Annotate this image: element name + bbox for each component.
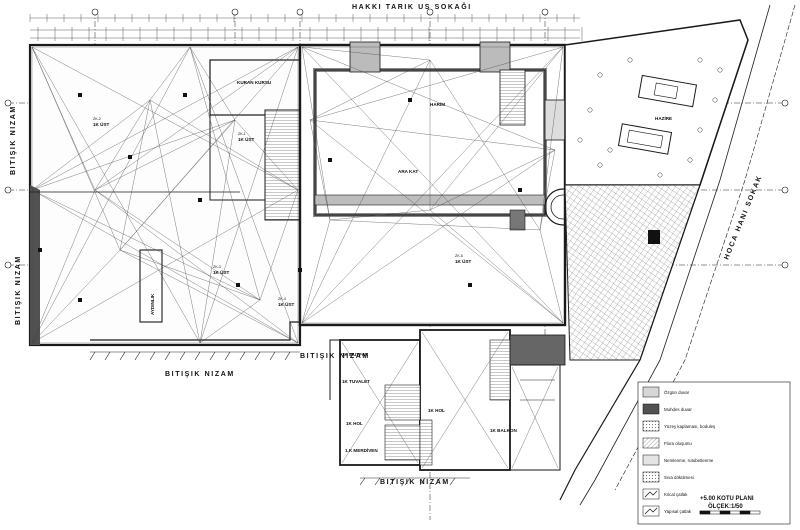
label-hol-b: 1K HOL xyxy=(428,408,445,413)
label-mutfak: 1K MUTFAK xyxy=(342,352,369,357)
label-harim: HARİM xyxy=(430,101,445,107)
legend-label: Flora oluşumu xyxy=(664,441,692,446)
label-ust-e: 1K ÜST xyxy=(455,258,472,264)
paved-area xyxy=(564,184,701,361)
label-merdiven: 1.K MERDİVEN xyxy=(345,447,378,453)
legend-label: Özgün duvar xyxy=(664,390,690,395)
label-ara-kat: ARA KAT xyxy=(398,169,418,174)
legend-swatch-dark xyxy=(642,403,660,415)
label-kuran-kursu: KURAN KURSU xyxy=(237,80,272,85)
street-right: HOCA HANI SOKAK xyxy=(723,174,763,261)
street-top: HAKKI TARIK US SOKAĞI xyxy=(352,2,472,11)
label-code-e: ZK-5 xyxy=(455,254,463,258)
label-ust-c: 1K ÜST xyxy=(213,269,230,275)
dimension-lines xyxy=(30,17,580,39)
legend-swatch-stipple xyxy=(642,471,660,483)
crack-icon xyxy=(644,507,658,515)
label-code-b: ZK-2 xyxy=(93,117,101,121)
courtyard-markers xyxy=(577,57,723,178)
legend-label: Nemlenme, rutubetlenme xyxy=(664,458,714,463)
legend-label: Kılcal çatlak xyxy=(664,492,688,497)
label-hol-a: 1K HOL xyxy=(346,421,363,426)
annex-survey-lines xyxy=(341,331,559,469)
plan-title: +5.00 KOTU PLANI xyxy=(700,496,754,502)
prayer-hall xyxy=(298,41,567,327)
label-tuvalet: 1K TUVALET xyxy=(342,379,370,384)
legend-swatch-hatch xyxy=(642,437,660,449)
street-bottom-left: BITIŞIK NIZAM xyxy=(165,371,235,378)
axis-markers xyxy=(4,8,789,269)
crack-icon xyxy=(644,490,658,498)
label-aydinlik: AYDINLIK xyxy=(150,293,155,315)
legend-label: Yapısal çatlak xyxy=(664,509,692,514)
label-ust-a: 1K ÜST xyxy=(238,136,255,142)
plan-scale: ÖLÇEK:1/50 xyxy=(708,503,743,510)
room-labels: KURAN KURSU HARİM ARA KAT HAZİRE AYDINLI… xyxy=(93,80,672,453)
street-left-lower: BITIŞIK NIZAM xyxy=(15,255,22,325)
legend-swatch-crack2 xyxy=(642,505,660,517)
west-wing xyxy=(28,43,302,347)
street-bottom: BITIŞIK NIZAM xyxy=(380,479,450,486)
legend-swatch-fine xyxy=(642,454,660,466)
label-ust-d: 1K ÜST xyxy=(278,301,295,307)
legend-label: Muhdes duvar xyxy=(664,407,692,412)
legend-swatch-crack xyxy=(642,488,660,500)
label-hazire: HAZİRE xyxy=(655,115,672,121)
legend-label: Sıva dökülmesi xyxy=(664,475,694,480)
legend-swatch-dots xyxy=(642,420,660,432)
legend-swatch-light xyxy=(642,386,660,398)
label-code-d: ZK-4 xyxy=(278,297,286,301)
legend-label: Yüzey kaplaması, boduleş xyxy=(664,424,716,429)
label-ust-b: 1K ÜST xyxy=(93,121,110,127)
scale-bar-icon xyxy=(699,510,761,515)
street-bottom-mid: BITIŞIK NIZAM xyxy=(300,353,370,360)
street-left: BITIŞIK NIZAM xyxy=(10,105,17,175)
survey-triangulation-lines xyxy=(31,46,564,344)
label-code-a: ZK-1 xyxy=(238,132,246,136)
dimension-ticks xyxy=(29,14,583,41)
label-balkon: 1K BALKON xyxy=(490,428,517,433)
label-code-c: ZK-3 xyxy=(213,265,221,269)
neighbour-hatching xyxy=(89,351,470,486)
